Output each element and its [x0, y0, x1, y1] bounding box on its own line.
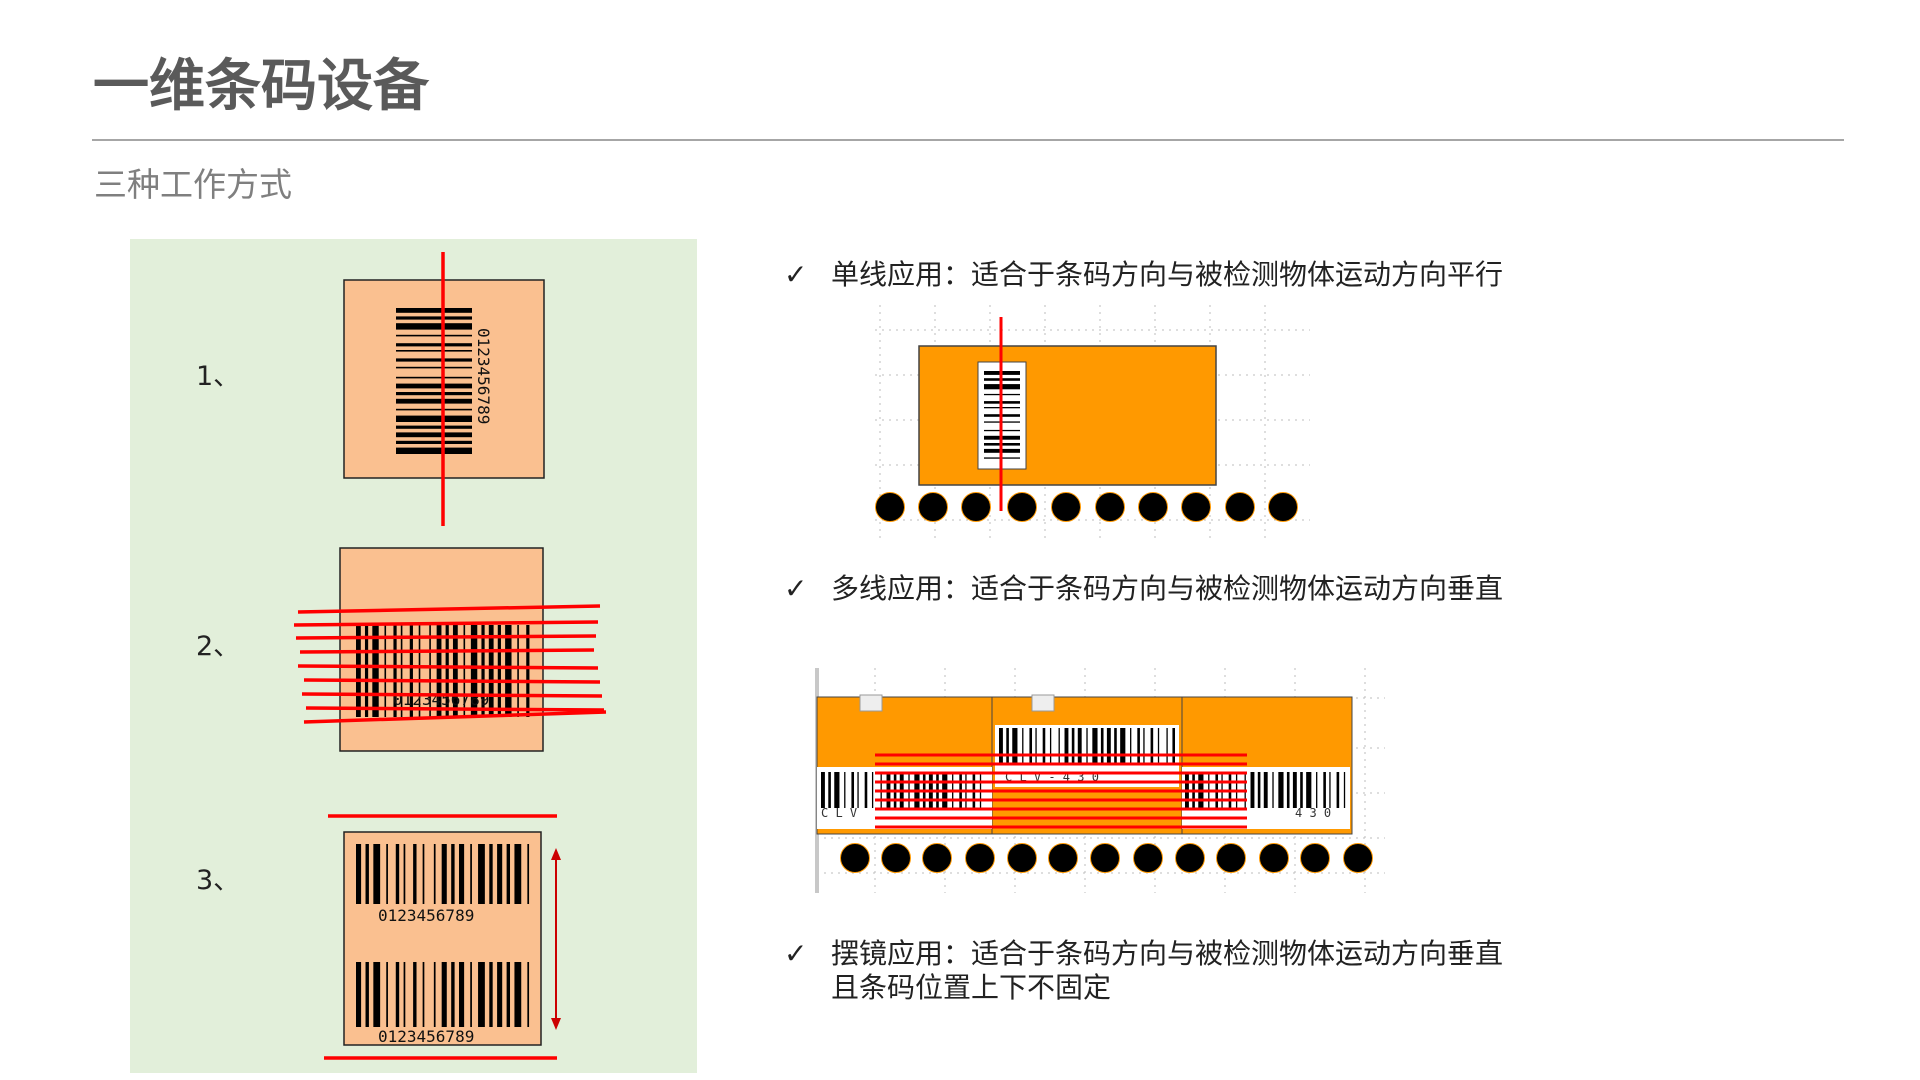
- oscillating-mirror-application-text: 摆镜应用：适合于条码方向与被检测物体运动方向垂直: [831, 937, 1504, 970]
- check-icon: ✓: [784, 572, 808, 605]
- barcode-horizontal: [356, 625, 530, 717]
- multi-scan-lines: [293, 604, 607, 724]
- mode-3-illustration: 0123456789 0123456789: [324, 814, 561, 1060]
- conveyor-rollers: [840, 843, 1373, 873]
- mode-1-number: 1、: [196, 361, 241, 392]
- multi-scan-lines: [875, 753, 1247, 829]
- mode-3-number: 3、: [196, 865, 241, 896]
- barcode-vertical: [396, 308, 472, 454]
- oscillating-mirror-application-text-line2: 且条码位置上下不固定: [831, 971, 1112, 1004]
- barcode-digits: 0123456789: [474, 328, 493, 424]
- multi-line-conveyor-illustration: C L V C L V - 4 3 0 4 3 0: [815, 668, 1385, 893]
- page-subtitle: 三种工作方式: [94, 165, 292, 204]
- barcode-top: [356, 844, 530, 904]
- barcode-bottom: [356, 962, 530, 1027]
- page-title: 一维条码设备: [93, 54, 429, 119]
- multi-line-application-text: 多线应用：适合于条码方向与被检测物体运动方向垂直: [831, 572, 1504, 605]
- barcode-digits: 0123456789: [393, 690, 489, 709]
- barcode-text-left: C L V: [821, 806, 857, 820]
- title-divider: [92, 139, 1844, 141]
- barcode-digits-bottom: 0123456789: [378, 1027, 474, 1046]
- mode-1-illustration: 0123456789: [343, 252, 545, 526]
- single-line-conveyor-illustration: [875, 305, 1310, 540]
- single-line-application-text: 单线应用：适合于条码方向与被检测物体运动方向平行: [831, 258, 1504, 291]
- check-icon: ✓: [784, 258, 808, 291]
- mode-2-number: 2、: [196, 631, 241, 662]
- check-icon: ✓: [784, 937, 808, 970]
- package-box: [918, 345, 1217, 486]
- barcode-digits-top: 0123456789: [378, 906, 474, 925]
- conveyor-rollers: [875, 492, 1298, 522]
- barcode-text-right: 4 3 0: [1295, 806, 1331, 820]
- mode-2-illustration: 0123456789: [293, 547, 607, 752]
